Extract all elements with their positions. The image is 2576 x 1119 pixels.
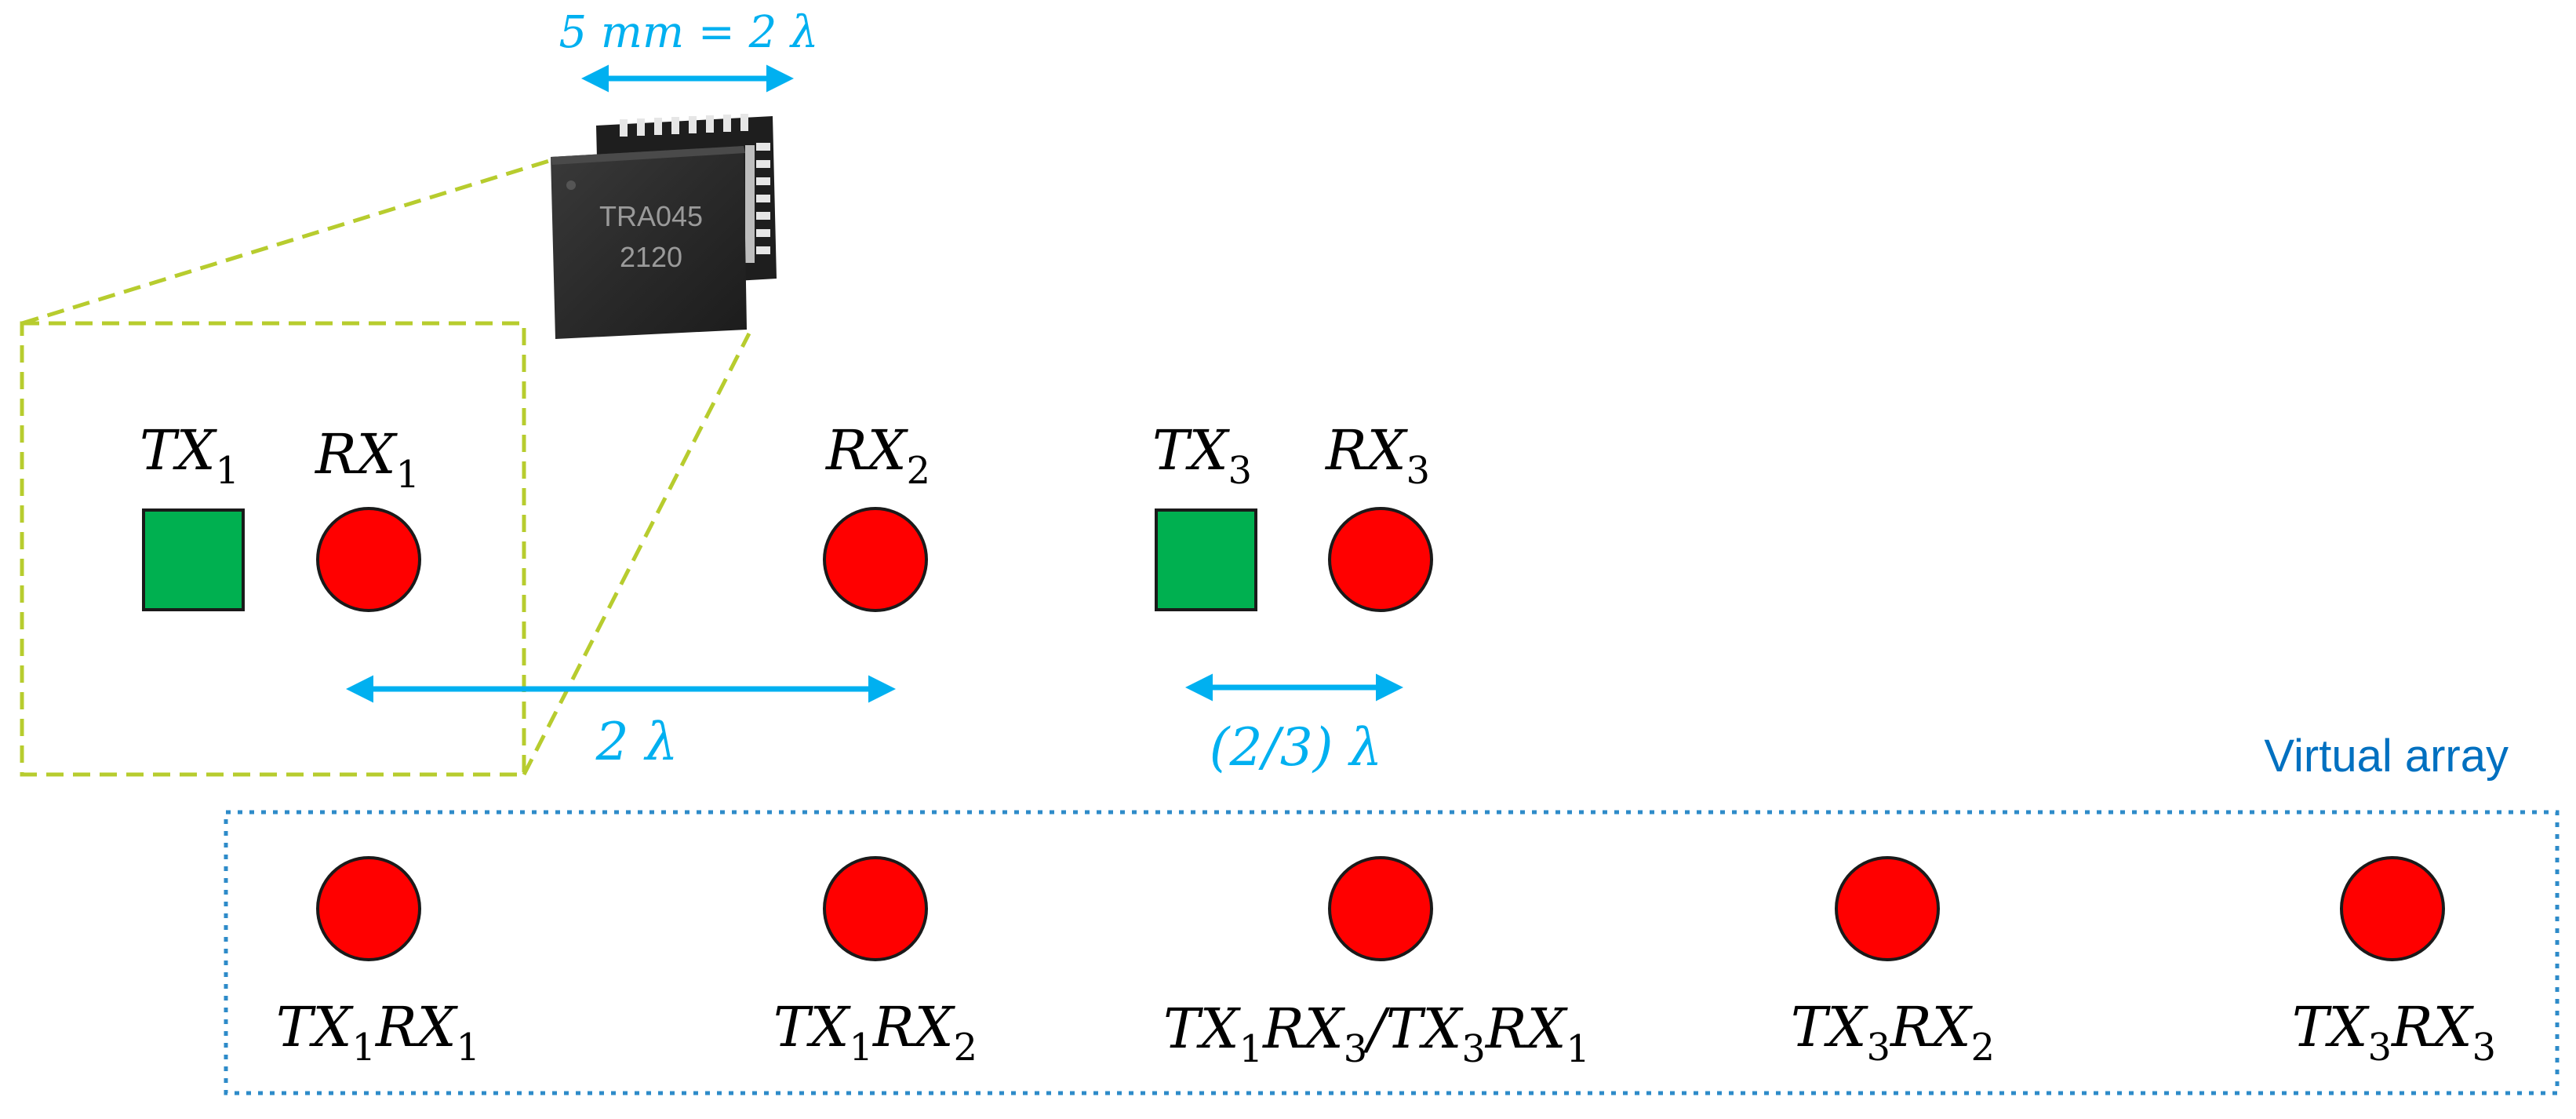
rx-spacing-label: 2 λ — [595, 712, 679, 772]
virtual-element-4 — [1835, 856, 1940, 961]
virtual-label-4: TX3RX2 — [1791, 995, 1995, 1070]
tx1-label: TX1 — [140, 418, 239, 493]
virtual-array-box — [224, 810, 2560, 1095]
virtual-label-2: TX1RX2 — [773, 995, 977, 1070]
rx3-label: RX3 — [1324, 418, 1430, 493]
virtual-element-2 — [823, 856, 928, 961]
rx1-circle — [316, 507, 421, 612]
rx2-label: RX2 — [824, 418, 930, 493]
tx1-square — [142, 508, 245, 611]
chip-zoom-line-top — [21, 159, 550, 326]
chip-zoom-box — [20, 321, 526, 777]
physical-array: TX1 RX1 RX2 TX3 RX3 — [140, 418, 1433, 612]
chip-size-label: 5 mm = 2 λ — [558, 7, 818, 58]
chip-zoom-line-bottom — [522, 332, 751, 776]
radar-chip-image — [551, 114, 777, 339]
rx2-circle — [823, 507, 928, 612]
virtual-element-5 — [2340, 856, 2445, 961]
virtual-label-5: TX3RX3 — [2292, 995, 2496, 1070]
tx3-rx3-spacing-label: (2/3) λ — [1210, 717, 1383, 778]
chip-marking-line2: 2120 — [620, 241, 682, 273]
virtual-array-elements: TX1RX1 TX1RX2 TX1RX3/TX3RX1 TX3RX2 TX3RX… — [276, 856, 2496, 1071]
virtual-element-3 — [1328, 856, 1433, 961]
chip-marking-line1: TRA045 — [599, 200, 703, 232]
tx3-label: TX3 — [1152, 418, 1252, 493]
rx1-label: RX1 — [314, 422, 420, 497]
virtual-element-1 — [316, 856, 421, 961]
tx3-square — [1155, 508, 1257, 611]
virtual-array-title: Virtual array — [2264, 731, 2509, 782]
virtual-label-3: TX1RX3/TX3RX1 — [1163, 997, 1590, 1071]
virtual-label-1: TX1RX1 — [276, 995, 480, 1070]
rx3-circle — [1328, 507, 1433, 612]
